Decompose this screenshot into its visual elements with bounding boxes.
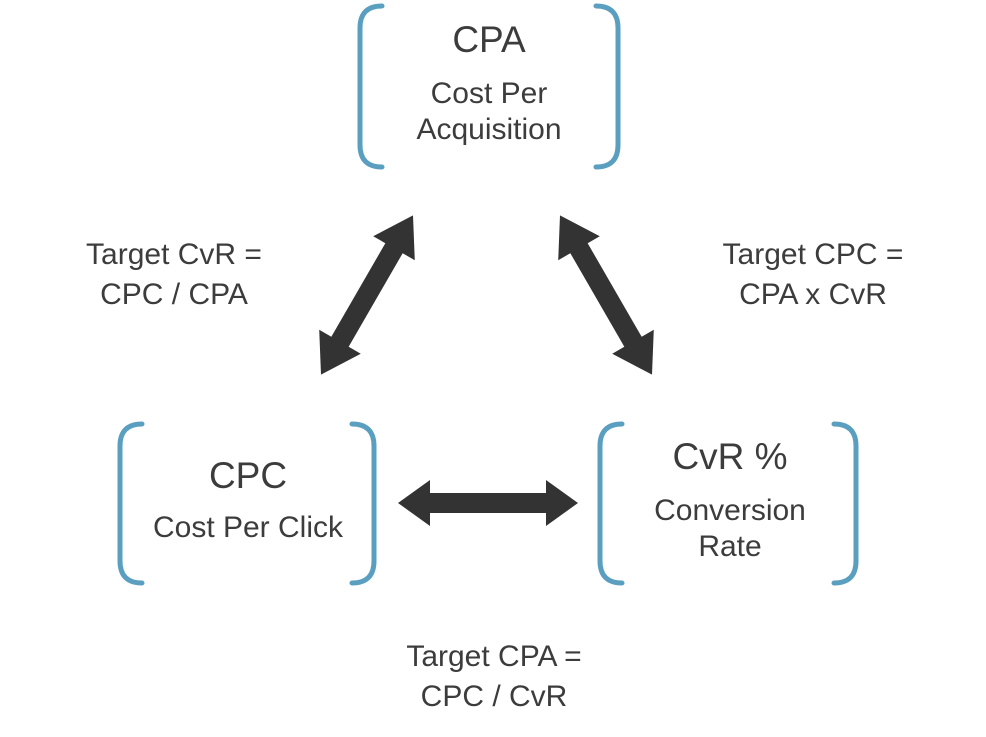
- target-cpa-line2: CPC / CvR: [420, 680, 568, 713]
- cvr-brackets: [597, 421, 859, 586]
- arrows: [319, 215, 654, 526]
- cpc-title: CPC: [208, 455, 288, 496]
- cpc-node: CPC Cost Per Click: [128, 454, 368, 546]
- arrow-cpa-cpc: [319, 215, 415, 375]
- arrow-cpc-cvr: [398, 480, 578, 526]
- arrow-cpa-cvr: [558, 215, 654, 375]
- cvr-title: CvR %: [672, 436, 788, 477]
- cvr-node: CvR % Conversion Rate: [610, 435, 850, 565]
- cpa-node: CPA Cost Per Acquisition: [369, 18, 609, 148]
- target-cvr-line2: CPC / CPA: [100, 278, 248, 311]
- target-cpa-formula: Target CPA = CPC / CvR: [383, 637, 605, 717]
- target-cpc-line2: CPA x CvR: [739, 278, 887, 311]
- cpa-title: CPA: [452, 19, 526, 60]
- cpa-right-bracket: [593, 3, 621, 170]
- target-cpc-line1: Target CPC =: [722, 238, 904, 271]
- cpa-left-bracket: [357, 3, 385, 170]
- cpc-right-bracket: [349, 421, 377, 586]
- target-cpc-formula: Target CPC = CPA x CvR: [700, 235, 926, 315]
- target-cvr-line1: Target CvR =: [86, 238, 262, 271]
- cpc-brackets: [117, 421, 377, 586]
- target-cpa-line1: Target CPA =: [406, 640, 582, 673]
- target-cvr-formula: Target CvR = CPC / CPA: [64, 235, 284, 315]
- cpa-subtitle-line2: Acquisition: [416, 113, 562, 146]
- cpc-subtitle: Cost Per Click: [152, 511, 344, 544]
- cvr-right-bracket: [831, 421, 859, 586]
- cpc-left-bracket: [117, 421, 145, 586]
- cpa-brackets: [357, 3, 621, 170]
- cvr-left-bracket: [597, 421, 625, 586]
- cvr-subtitle-line2: Rate: [698, 530, 762, 563]
- cvr-subtitle-line1: Conversion: [654, 494, 806, 527]
- cpa-subtitle-line1: Cost Per: [430, 77, 548, 110]
